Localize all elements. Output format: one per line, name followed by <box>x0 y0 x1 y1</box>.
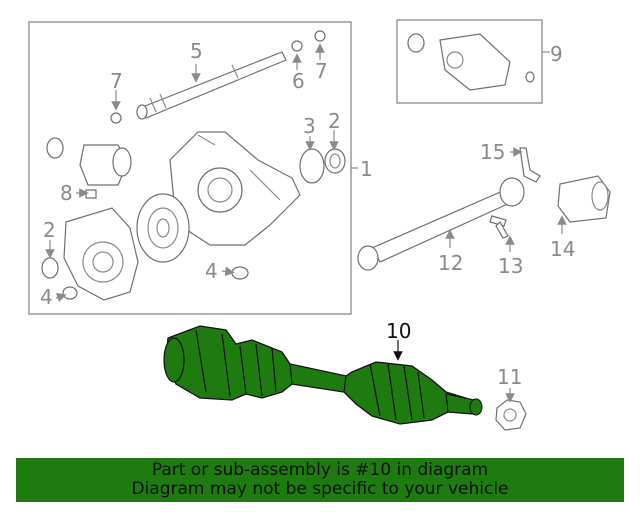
part-2-seal-right[interactable] <box>324 148 346 174</box>
callout-7-top: 7 <box>315 59 328 83</box>
part-6-seal[interactable] <box>291 40 303 52</box>
part-7-seal-left[interactable] <box>110 112 122 124</box>
part-3-oring[interactable] <box>299 148 325 184</box>
highlight-note-banner: Part or sub-assembly is #10 in diagram D… <box>16 458 624 502</box>
part-7-seal-top[interactable] <box>314 30 326 42</box>
ring-gear <box>136 193 190 263</box>
part-1-housing[interactable] <box>169 131 301 246</box>
banner-line-1: Part or sub-assembly is #10 in diagram <box>151 460 489 480</box>
part-12-prop-shaft[interactable] <box>357 177 525 271</box>
part-5-shaft[interactable] <box>136 51 287 120</box>
callout-4-mid: 4 <box>205 259 218 283</box>
callout-9: 9 <box>550 42 563 66</box>
callout-14: 14 <box>550 237 575 261</box>
part-13-bolts[interactable] <box>489 215 509 239</box>
banner-line-2: Diagram may not be specific to your vehi… <box>131 479 509 499</box>
part-10-axle-shaft-highlighted[interactable] <box>163 325 483 425</box>
callout-12: 12 <box>438 251 463 275</box>
callout-6: 6 <box>292 69 305 93</box>
part-4-plug-mid[interactable] <box>231 266 249 280</box>
part-4-plug-bottom[interactable] <box>62 286 78 300</box>
differential-cover <box>63 207 139 301</box>
part-8-bolt[interactable] <box>85 189 97 199</box>
callout-8: 8 <box>60 181 73 205</box>
part-9-group[interactable] <box>396 19 550 104</box>
callout-2-left: 2 <box>43 218 56 242</box>
callout-15: 15 <box>480 140 505 164</box>
callout-5: 5 <box>190 39 203 63</box>
callout-2-right: 2 <box>328 109 341 133</box>
differential-assembly-group: 5 7 6 7 3 2 8 2 4 4 <box>28 21 358 315</box>
bearing-cups <box>46 137 132 186</box>
callout-7-left: 7 <box>110 69 123 93</box>
callout-4-bottom: 4 <box>40 285 53 309</box>
part-14-housing[interactable] <box>557 175 611 223</box>
callout-1: 1 <box>360 157 373 181</box>
callout-13: 13 <box>498 254 523 278</box>
callout-11: 11 <box>497 365 522 389</box>
part-2-seal-left[interactable] <box>41 257 59 279</box>
part-15-bracket[interactable] <box>519 147 541 183</box>
callout-10: 10 <box>386 319 411 343</box>
callout-3: 3 <box>303 114 316 138</box>
part-11-nut[interactable] <box>495 399 527 431</box>
